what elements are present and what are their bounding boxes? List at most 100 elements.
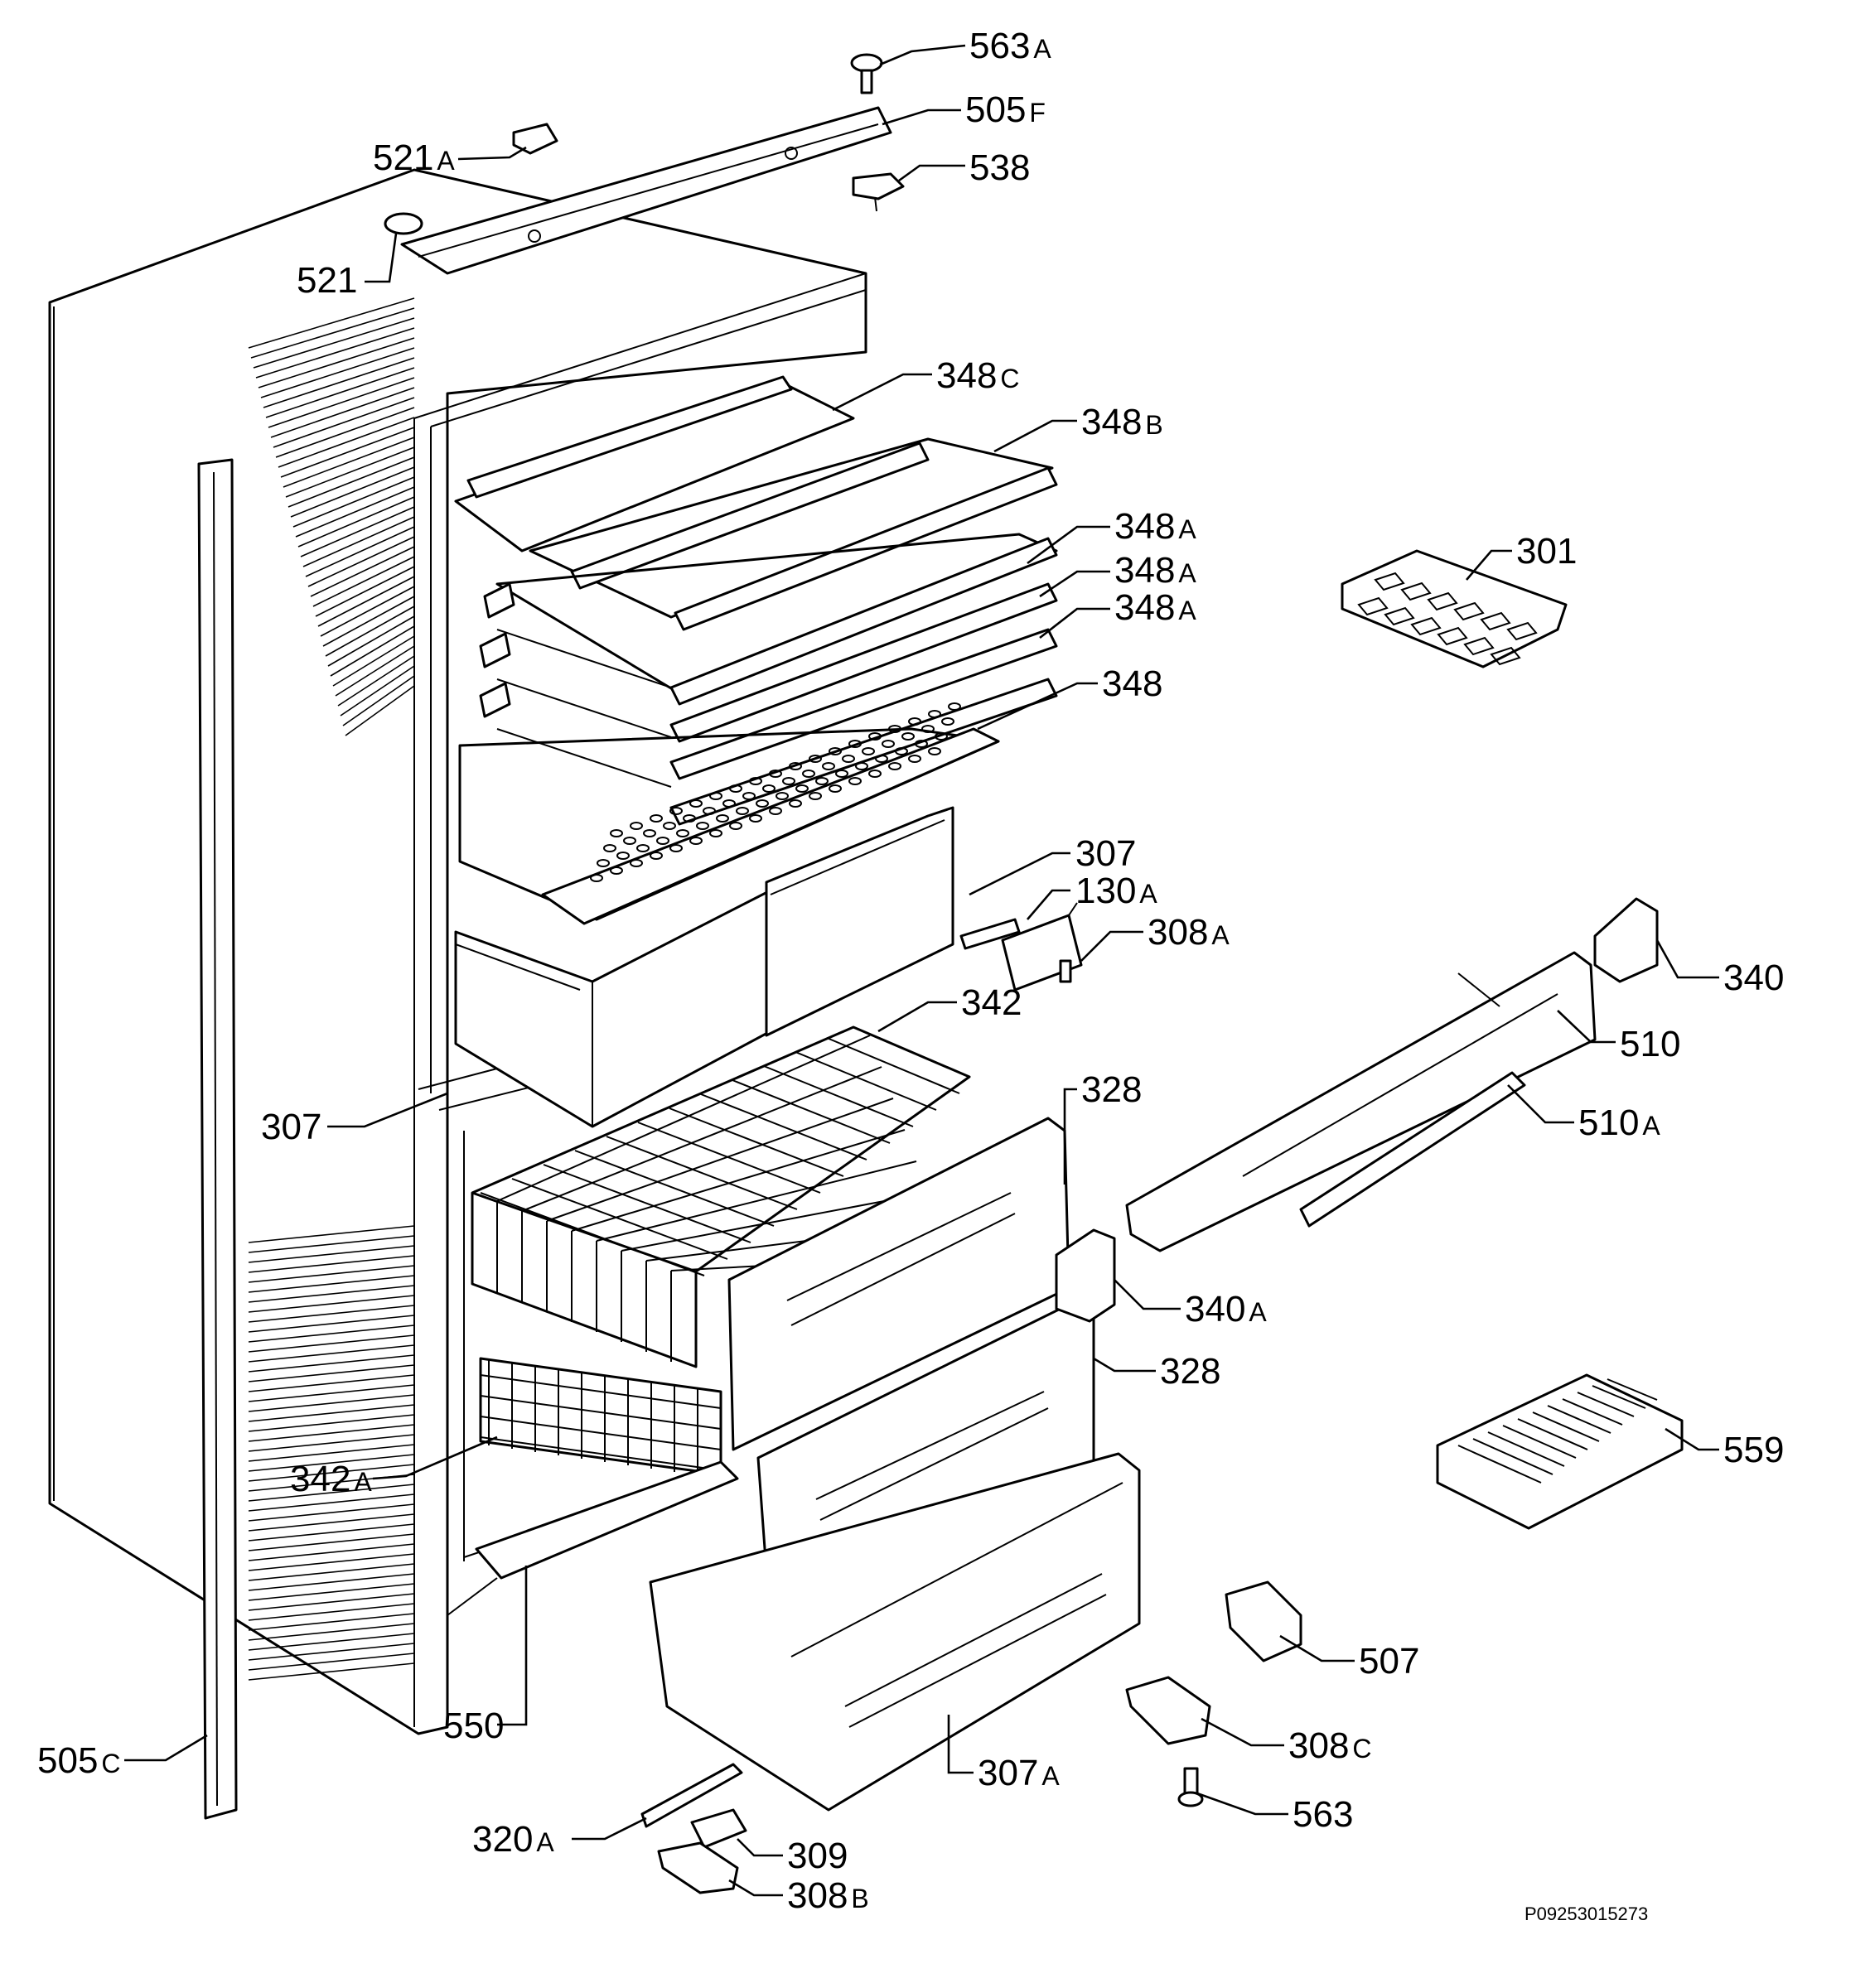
hinge-parts-upper bbox=[959, 902, 1083, 992]
leader-line bbox=[1093, 1357, 1156, 1373]
callout-number: 348 bbox=[1114, 587, 1175, 628]
callout-label: 521 bbox=[297, 260, 357, 301]
bracket-538 bbox=[852, 172, 905, 212]
callout-label: 559 bbox=[1723, 1430, 1784, 1470]
callout-number: 340 bbox=[1723, 958, 1784, 998]
crisper-drawer-307-left bbox=[454, 889, 772, 1128]
leader-line bbox=[882, 109, 961, 126]
callout-suffix: A bbox=[1033, 34, 1051, 64]
callout-label: 340 bbox=[1723, 958, 1784, 998]
callout-number: 521 bbox=[373, 138, 433, 178]
leader-line bbox=[1466, 549, 1512, 581]
callout-number: 348 bbox=[1114, 550, 1175, 591]
callout-number: 308 bbox=[1148, 912, 1208, 953]
callout-number: 563 bbox=[969, 26, 1030, 66]
control-cover-510a bbox=[1299, 1071, 1526, 1228]
leader-line bbox=[1080, 930, 1143, 962]
leader-line bbox=[327, 1092, 448, 1128]
callout-number: 342 bbox=[290, 1459, 350, 1499]
bottom-drawer-307a bbox=[649, 1452, 1141, 1812]
callout-number: 550 bbox=[443, 1706, 504, 1746]
callout-507: 507 bbox=[1279, 1634, 1419, 1682]
callout-suffix: A bbox=[1642, 1111, 1660, 1141]
leader-line bbox=[1039, 570, 1110, 598]
end-cap-340a bbox=[1055, 1228, 1116, 1323]
end-cap-340 bbox=[1593, 897, 1659, 983]
callout-301: 301 bbox=[1466, 531, 1577, 581]
glass-shelf-348a-1 bbox=[483, 533, 1058, 706]
callout-number: 505 bbox=[37, 1740, 98, 1781]
glass-shelf-348a-2 bbox=[479, 582, 1058, 743]
callout-510: 510 bbox=[1557, 1010, 1680, 1064]
cabinet bbox=[48, 168, 867, 1735]
freezer-flap-328-upper bbox=[727, 1117, 1070, 1451]
callout-538: 538 bbox=[898, 147, 1030, 188]
leader-line bbox=[969, 852, 1070, 896]
leader-line bbox=[728, 1879, 783, 1897]
callout-number: 348 bbox=[936, 355, 997, 396]
callout-label: 328 bbox=[1160, 1351, 1220, 1392]
leader-line bbox=[1665, 1427, 1719, 1451]
leader-line bbox=[1039, 607, 1110, 639]
callout-number: 328 bbox=[1160, 1351, 1220, 1392]
callout-342: 342 bbox=[877, 982, 1022, 1033]
leader-line bbox=[898, 164, 965, 182]
crisper-drawer-307-right bbox=[765, 806, 954, 1037]
bolt-563a bbox=[850, 53, 883, 94]
callout-suffix: C bbox=[1352, 1734, 1371, 1764]
callout-suffix: A bbox=[1178, 514, 1196, 544]
callout-label: 507 bbox=[1359, 1641, 1419, 1682]
callout-number: 538 bbox=[969, 147, 1030, 188]
callout-number: 309 bbox=[787, 1836, 848, 1876]
callout-550: 550 bbox=[443, 1566, 528, 1746]
leader-line bbox=[1279, 1634, 1355, 1662]
callout-suffix: A bbox=[354, 1467, 372, 1497]
leader-line bbox=[879, 44, 966, 66]
callout-number: 307 bbox=[978, 1753, 1038, 1793]
cabinet-side-shading bbox=[248, 297, 415, 1681]
drawing-code: P09253015273 bbox=[1525, 1904, 1648, 1924]
callout-suffix: C bbox=[101, 1749, 120, 1778]
freezer-tray-ribs bbox=[1457, 1378, 1658, 1484]
leader-line bbox=[1114, 1279, 1181, 1310]
callout-label: 309 bbox=[787, 1836, 848, 1876]
callout-number: 507 bbox=[1359, 1641, 1419, 1682]
leader-line bbox=[832, 373, 932, 412]
leader-line bbox=[877, 1001, 957, 1033]
glass-shelf-348 bbox=[496, 678, 1058, 826]
strip-320a bbox=[640, 1763, 743, 1828]
callout-label: 348 bbox=[1102, 663, 1162, 704]
wire-basket-342 bbox=[471, 1025, 971, 1368]
callout-number: 320 bbox=[472, 1819, 533, 1860]
callout-suffix: F bbox=[1029, 98, 1046, 128]
freezer-tray-559 bbox=[1436, 1373, 1684, 1530]
leader-line bbox=[1655, 939, 1719, 979]
callout-number: 563 bbox=[1293, 1794, 1353, 1835]
callout-number: 510 bbox=[1620, 1024, 1680, 1064]
callout-328-mid: 328 bbox=[1093, 1351, 1220, 1392]
callout-number: 348 bbox=[1102, 663, 1162, 704]
callout-label: 342 bbox=[961, 982, 1022, 1023]
callout-number: 559 bbox=[1723, 1430, 1784, 1470]
hinge-308b bbox=[657, 1841, 739, 1894]
callout-label: 563 bbox=[1293, 1794, 1353, 1835]
